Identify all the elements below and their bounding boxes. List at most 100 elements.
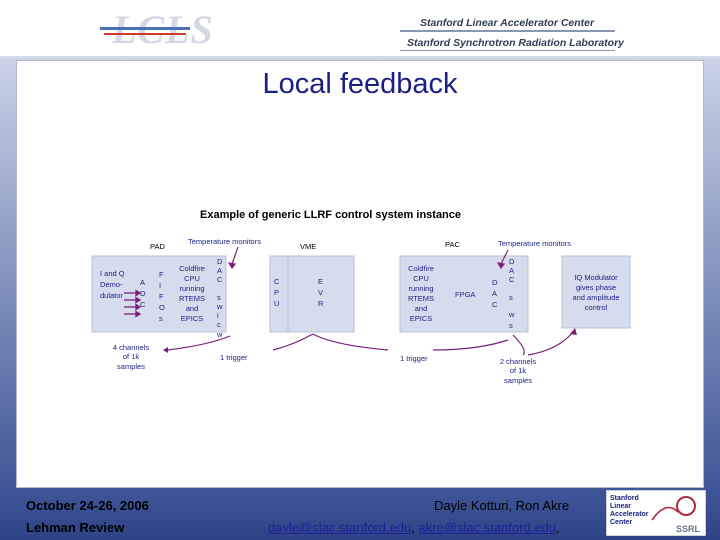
adc-letter: C: [140, 300, 146, 309]
dac-switch-right: D A C s w s: [508, 257, 515, 330]
fpga-label: FPGA: [455, 290, 475, 299]
dac-right-letter: C: [509, 275, 515, 284]
dac-right-letter: s: [509, 321, 513, 330]
trigger-right: 1 trigger: [400, 354, 428, 363]
dac-right-letter: s: [509, 293, 513, 302]
cpu-column: C P U: [274, 277, 280, 308]
dac-pac: D A C: [492, 278, 498, 309]
dac-pac-letter: D: [492, 278, 498, 287]
trigger-left: 1 trigger: [220, 353, 248, 362]
dac-switch-left: D A C s w i c w: [216, 257, 223, 339]
pac-temp-label: Temperature monitors: [498, 239, 571, 248]
dac-right-letter: w: [508, 310, 515, 319]
emblem-line: Stanford: [610, 495, 639, 502]
iq-modulator-box: [561, 255, 631, 329]
loop-arrow-left: [167, 335, 231, 351]
loop-arrow-mid2: [312, 333, 389, 351]
email-link-dayle[interactable]: dayle@slac.stanford.edu: [268, 520, 412, 535]
org-rule-2: [400, 50, 615, 51]
vme-label: VME: [300, 242, 316, 251]
fifo-letter: s: [159, 314, 163, 323]
coldfire-line: running: [408, 284, 433, 293]
coldfire-line: EPICS: [181, 314, 204, 323]
coldfire-line: running: [179, 284, 204, 293]
pad-temp-label: Temperature monitors: [188, 237, 261, 246]
temperature-arrows: [227, 246, 509, 270]
note-left-line: samples: [117, 362, 145, 371]
iq-mod-line: gives phase: [576, 283, 616, 292]
vme-box: [269, 255, 355, 333]
iq-modulator-text: IQ Modulator gives phase and amplitude c…: [572, 273, 619, 312]
adc-letter: D: [140, 289, 146, 298]
note-right: 2 channels of 1k samples: [500, 357, 537, 385]
cpu-letter: P: [274, 288, 279, 297]
coldfire-line: Coldfire: [408, 264, 434, 273]
slac-ssrl-emblem: Stanford Linear Accelerator Center SSRL: [606, 490, 706, 536]
pac-box: [399, 255, 529, 333]
loop-arrow-mid: [272, 333, 314, 351]
logo-swoosh-red: [104, 33, 186, 35]
org-line-1: Stanford Linear Accelerator Center: [420, 17, 595, 29]
note-left: 4 channels of 1k samples: [113, 343, 150, 371]
emblem-ssrl: SSRL: [676, 524, 701, 534]
loop-arrow-sw: [512, 334, 525, 356]
coldfire-line: EPICS: [410, 314, 433, 323]
coldfire-line: RTEMS: [408, 294, 434, 303]
emblem-swirl-icon: [651, 506, 679, 521]
dac-pac-letter: A: [492, 289, 497, 298]
dac-sw-letter: w: [216, 330, 223, 339]
org-rule-1: [400, 30, 615, 32]
note-right-line: samples: [504, 376, 532, 385]
pad-box: [91, 255, 227, 333]
cpu-letter: C: [274, 277, 280, 286]
loop-arrow-right: [432, 339, 509, 351]
fifo-letter: O: [159, 303, 165, 312]
llrf-diagram: Example of generic LLRF control system i…: [91, 209, 631, 385]
emblem-line: Center: [610, 519, 632, 526]
evr-letter: R: [318, 299, 324, 308]
note-left-line: of 1k: [123, 352, 140, 361]
loop-arrows: [167, 331, 574, 356]
footer-review: Lehman Review: [26, 520, 125, 535]
emblem-line: Accelerator: [610, 511, 649, 518]
email-separator: ,: [411, 520, 419, 535]
footer-date: October 24-26, 2006: [26, 498, 149, 513]
email-link-akre[interactable]: akre@slac.stanford.edu: [418, 520, 557, 535]
dac-sw-letter: C: [217, 275, 223, 284]
dac-right-letter: A: [509, 266, 514, 275]
loop-arrow-heads: [163, 328, 577, 353]
coldfire-line: CPU: [184, 274, 200, 283]
iq-mod-line: IQ Modulator: [574, 273, 618, 282]
iq-demod-line: Demo-: [100, 280, 123, 289]
iq-mod-line: control: [585, 303, 608, 312]
note-right-line: 2 channels: [500, 357, 537, 366]
coldfire-line: CPU: [413, 274, 429, 283]
demod-arrows: [124, 289, 142, 318]
slide-title: Local feedback: [262, 68, 458, 100]
dac-sw-letter: D: [217, 257, 223, 266]
evr-column: E V R: [318, 277, 324, 308]
footer-authors: Dayle Kotturi, Ron Akre: [434, 498, 570, 513]
coldfire-cpu-1: Coldfire CPU running RTEMS and EPICS: [179, 264, 205, 323]
iq-demod-line: I and Q: [100, 269, 125, 278]
fifo-letter: I: [159, 281, 161, 290]
fifos: F I F O s: [159, 270, 165, 323]
coldfire-line: RTEMS: [179, 294, 205, 303]
fifo-letter: F: [159, 270, 164, 279]
logo-swoosh-blue: [100, 27, 190, 30]
iq-demodulator: I and Q Demo- dulator: [100, 269, 125, 300]
dac-pac-letter: C: [492, 300, 498, 309]
adc-left: A D C: [140, 278, 146, 309]
dac-sw-letter: c: [217, 320, 221, 329]
dac-right-letter: D: [509, 257, 515, 266]
coldfire-line: and: [186, 304, 199, 313]
emblem-line: Linear: [610, 503, 631, 510]
footer-emails: dayle@slac.stanford.edu, akre@slac.stanf…: [268, 520, 560, 535]
coldfire-cpu-2: Coldfire CPU running RTEMS and EPICS: [408, 264, 434, 323]
diagram-caption: Example of generic LLRF control system i…: [200, 209, 461, 221]
note-right-line: of 1k: [510, 366, 527, 375]
dac-sw-letter: i: [217, 311, 219, 320]
loop-arrow-iq: [527, 331, 574, 356]
emblem-ring-icon: [676, 496, 696, 516]
coldfire-line: and: [415, 304, 428, 313]
